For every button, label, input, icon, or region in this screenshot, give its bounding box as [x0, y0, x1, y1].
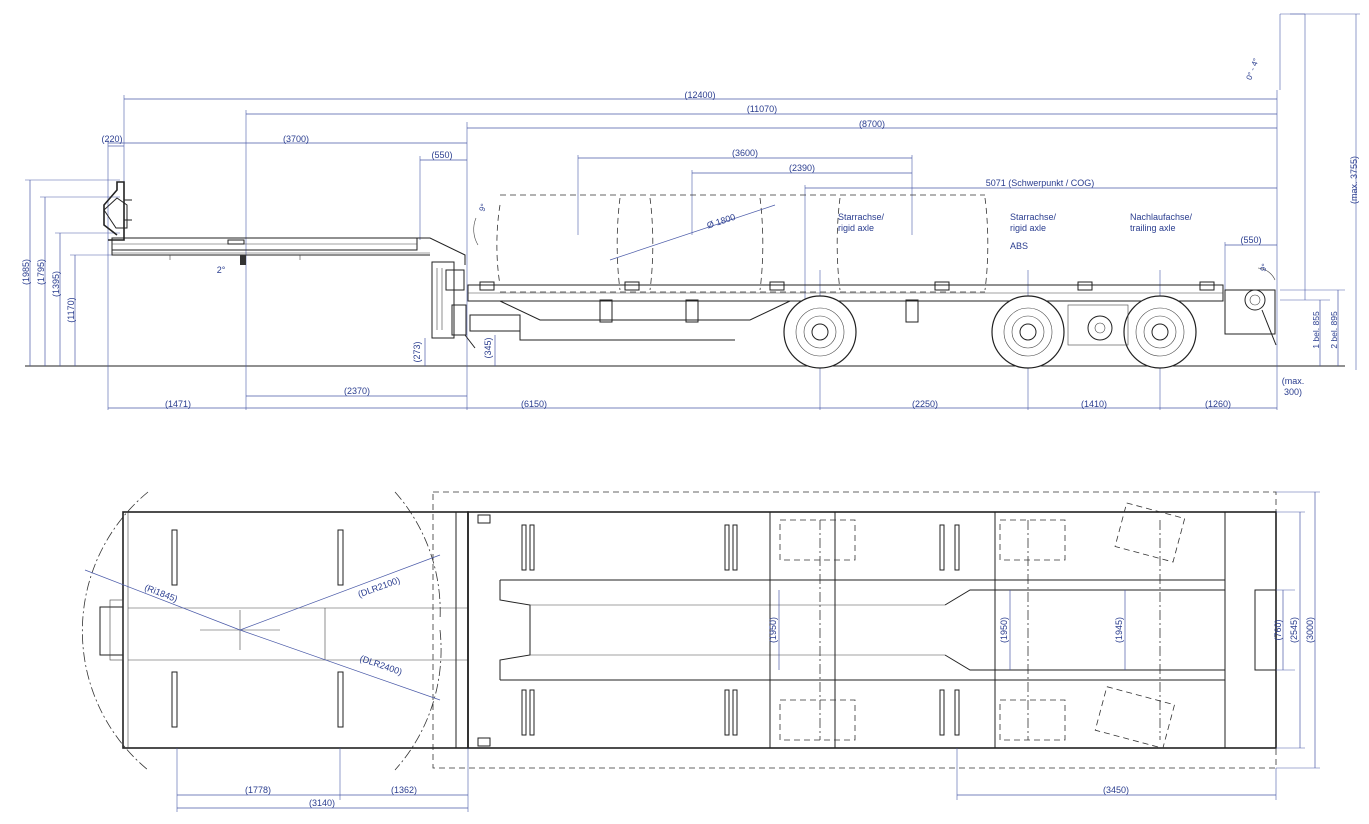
front-deck: [103, 181, 521, 349]
axle2-line1: Starrachse/: [1010, 212, 1057, 222]
cargo-outline: Ø 1800: [496, 194, 989, 293]
dim-b1471: (1471): [165, 399, 191, 409]
dim-max300-b: 300): [1284, 387, 1302, 397]
main-frame: 9°: [467, 262, 1277, 346]
axle2-line2: rigid axle: [1010, 223, 1046, 233]
dim-11070: (11070): [747, 104, 777, 114]
dim-max300-a: (max.: [1282, 376, 1305, 386]
dim-h345: (345): [483, 337, 493, 358]
dim-550-front: (550): [431, 150, 452, 160]
wheel-axle-1: [783, 295, 857, 369]
dim-h1170: (1170): [66, 297, 76, 322]
dim-max-3755: (max. 3755): [1349, 156, 1359, 204]
dim-1778: (1778): [245, 785, 271, 795]
dim-cog: 5071 (Schwerpunkt / COG): [986, 178, 1095, 188]
dim-b2250: (2250): [912, 399, 938, 409]
wheel-axle-2: [991, 295, 1065, 369]
dim-h1395: (1395): [51, 271, 61, 297]
top-view: (Ri1845) (DLR2100) (DLR2400): [82, 491, 1320, 812]
diameter-1800: Ø 1800: [705, 212, 736, 231]
dim-3600: (3600): [732, 148, 758, 158]
dlr-2100: (DLR2100): [357, 575, 402, 599]
angle-2deg: 2°: [217, 265, 226, 275]
angle-9-rear: 9°: [1258, 262, 1269, 272]
dim-8700: (8700): [859, 119, 885, 129]
angle-9-front: 9°: [477, 202, 488, 212]
dim-1362: (1362): [391, 785, 417, 795]
dim-2545: (2545): [1289, 617, 1299, 643]
dim-3140: (3140): [309, 798, 335, 808]
angle-0-4: 0° - 4°: [1245, 57, 1261, 81]
dim-2-bel-895: 2 bel. 895: [1329, 311, 1339, 349]
axle1-line1: Starrachse/: [838, 212, 885, 222]
dim-1950-a: (1950): [768, 617, 778, 643]
axle3-line2: trailing axle: [1130, 223, 1176, 233]
dim-2390: (2390): [789, 163, 815, 173]
abs-label: ABS: [1010, 241, 1028, 251]
dim-b1410: (1410): [1081, 399, 1107, 409]
dim-1-bel-855: 1 bel. 855: [1311, 311, 1321, 349]
dim-12400: (12400): [684, 90, 715, 100]
dim-1950-b: (1950): [999, 617, 1009, 643]
dim-1945: (1945): [1114, 617, 1124, 643]
axle3-line1: Nachlaufachse/: [1130, 212, 1193, 222]
axle1-line2: rigid axle: [838, 223, 874, 233]
dim-h273: (273): [412, 341, 422, 362]
dim-b6150: (6150): [521, 399, 547, 409]
wheel-axle-3: [1123, 295, 1197, 369]
side-view: (12400) (11070) (8700) (3700) (220) (550…: [21, 13, 1360, 410]
dim-550-rear: (550): [1240, 235, 1261, 245]
radius-ri1845: (Ri1845): [143, 582, 179, 604]
dim-b1260: (1260): [1205, 399, 1231, 409]
dim-h1985: (1985): [21, 259, 31, 285]
dim-760: (760): [1273, 619, 1283, 640]
dim-h1795: (1795): [36, 259, 46, 285]
dim-220: (220): [101, 134, 122, 144]
dim-3700: (3700): [283, 134, 309, 144]
dim-b2370: (2370): [344, 386, 370, 396]
dim-3000: (3000): [1305, 617, 1315, 643]
dim-3450: (3450): [1103, 785, 1129, 795]
wheels: [783, 295, 1197, 369]
axle-labels: Starrachse/ rigid axle Starrachse/ rigid…: [838, 212, 1193, 251]
